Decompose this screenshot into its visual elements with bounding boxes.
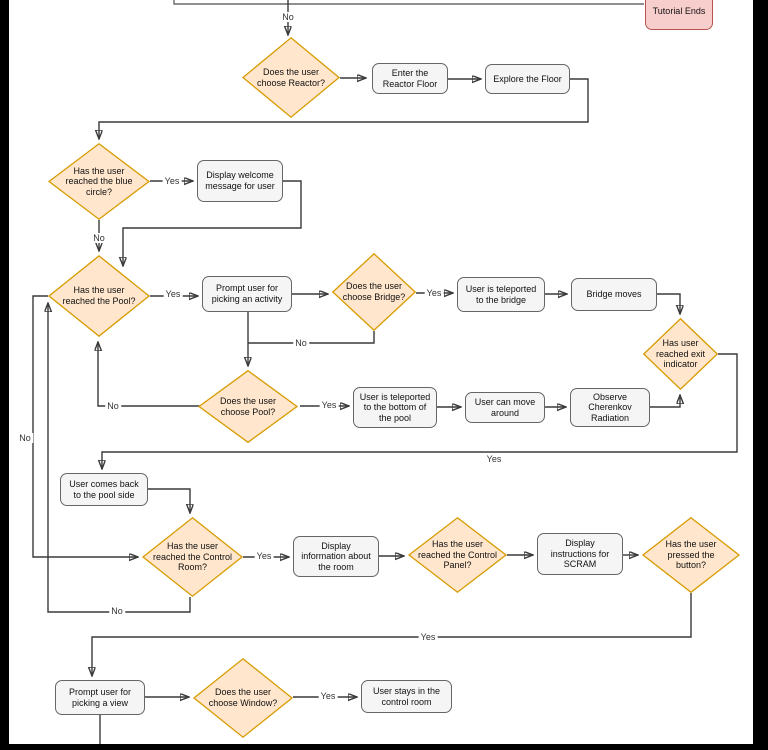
edge-label-yes-blue-circle: Yes: [162, 176, 182, 186]
node-display-room-info: Display information about the room: [293, 536, 379, 577]
node-label: Has the user reached the Pool?: [62, 285, 136, 306]
node-prompt-activity: Prompt user for picking an activity: [202, 276, 292, 312]
node-back-to-poolside: User comes back to the pool side: [60, 473, 148, 506]
node-has-user-reached-control-panel: Has the user reached the Control Panel?: [408, 517, 507, 593]
edge-label-yes-bridge: Yes: [424, 288, 444, 298]
diamond-shape: [642, 517, 740, 593]
edge-label-yes-control-room: Yes: [254, 551, 274, 561]
edge-label-yes-reached-pool: Yes: [163, 289, 183, 299]
node-enter-reactor-floor: Enter the Reactor Floor: [372, 63, 448, 94]
node-label: Does the user choose Reactor?: [256, 66, 326, 88]
bottom-border-bar: [0, 744, 768, 750]
edge-label-no-control-room: No: [109, 606, 125, 616]
edge-welcome-loop-to-pool: [123, 180, 302, 266]
diamond-shape: [408, 517, 507, 593]
node-explore-floor: Explore the Floor: [485, 64, 570, 94]
diamond-shape: [242, 37, 340, 118]
node-label: Has user reached exit indicator: [655, 338, 706, 370]
node-label: User stays in the control room: [372, 685, 441, 707]
edge-offscreen-to-tutorial-ends: [173, 0, 644, 5]
node-observe-cherenkov: Observe Cherenkov Radiation: [570, 388, 650, 427]
node-has-user-reached-exit-indicator: Has user reached exit indicator: [643, 318, 718, 390]
edge-pressed-yes-loop: [92, 593, 692, 676]
node-stays-in-control-room: User stays in the control room: [361, 680, 452, 713]
edge-label-yes-pressed: Yes: [418, 632, 438, 642]
node-teleported-pool-bottom: User is teleported to the bottom of the …: [353, 387, 437, 428]
node-label: Display welcome message for user: [205, 170, 275, 191]
node-display-scram-instructions: Display instructions for SCRAM: [537, 533, 623, 575]
node-tutorial-ends: Tutorial Ends: [645, 0, 713, 30]
node-label: Has the user reached the Control Panel?: [417, 539, 498, 571]
node-label: Explore the Floor: [493, 73, 562, 84]
node-display-welcome-message: Display welcome message for user: [197, 160, 283, 202]
node-does-user-choose-pool: Does the user choose Pool?: [198, 370, 298, 443]
node-label: User is teleported to the bridge: [465, 283, 537, 305]
node-label: Has the user pressed the button?: [665, 539, 717, 571]
edge-choose-pool-no: [98, 342, 200, 407]
node-label: User is teleported to the bottom of the …: [359, 391, 431, 423]
node-label: Bridge moves: [586, 289, 642, 300]
diamond-shape: [643, 318, 718, 390]
node-label: User comes back to the pool side: [69, 478, 139, 500]
diamond-shape: [142, 517, 243, 597]
node-label: Display instructions for SCRAM: [550, 538, 610, 570]
node-label: Prompt user for picking an activity: [211, 283, 283, 304]
node-label: Does the user choose Window?: [208, 687, 278, 708]
node-bridge-moves: Bridge moves: [571, 278, 657, 311]
diamond-shape: [332, 253, 416, 331]
node-teleported-to-bridge: User is teleported to the bridge: [457, 277, 545, 312]
edge-label-yes-choose-pool: Yes: [319, 400, 339, 410]
edge-explore-to-blue-circle: [99, 78, 589, 139]
node-label: Does the user choose Bridge?: [342, 281, 406, 302]
edge-label-no-bridge: No: [293, 338, 309, 348]
diamond-shape: [48, 255, 150, 337]
node-label: User can move around: [474, 396, 536, 418]
node-label: Has the user reached the blue circle?: [65, 165, 133, 197]
edge-label-no-reached-pool: No: [17, 433, 33, 443]
edge-reached-pool-no: [32, 295, 138, 557]
node-user-can-move-around: User can move around: [465, 392, 545, 423]
node-has-user-reached-control-room: Has the user reached the Control Room?: [142, 517, 243, 597]
node-does-user-choose-reactor: Does the user choose Reactor?: [242, 37, 340, 118]
edge-label-no-blue-circle: No: [91, 233, 107, 243]
node-label: Prompt user for picking a view: [68, 686, 132, 708]
node-does-user-choose-window: Does the user choose Window?: [193, 658, 293, 738]
edge-bridge-moves-to-exit: [657, 293, 680, 314]
edge-label-no-top: No: [280, 12, 296, 22]
node-does-user-choose-bridge: Does the user choose Bridge?: [332, 253, 416, 331]
node-label: Display information about the room: [301, 540, 371, 572]
edge-choose-bridge-no: [248, 331, 375, 344]
node-has-user-reached-blue-circle: Has the user reached the blue circle?: [48, 143, 150, 220]
edge-observe-to-exit: [650, 395, 680, 408]
node-prompt-view: Prompt user for picking a view: [55, 680, 145, 715]
right-border-bar: [753, 0, 768, 750]
diamond-shape: [198, 370, 298, 443]
edge-back-to-control-room: [148, 488, 190, 513]
node-has-user-reached-pool: Has the user reached the Pool?: [48, 255, 150, 337]
node-has-user-pressed-button: Has the user pressed the button?: [642, 517, 740, 593]
diamond-shape: [48, 143, 150, 220]
node-label: Enter the Reactor Floor: [382, 67, 438, 89]
edge-label-no-choose-pool: No: [105, 401, 121, 411]
diamond-shape: [193, 658, 293, 738]
node-label: Has the user reached the Control Room?: [152, 541, 233, 573]
edge-label-yes-window: Yes: [318, 691, 338, 701]
left-border-bar: [0, 0, 9, 750]
node-label: Tutorial Ends: [652, 5, 706, 16]
edge-exit-yes-loop: [102, 353, 738, 469]
node-label: Observe Cherenkov Radiation: [588, 391, 632, 423]
edge-label-yes-exit: Yes: [484, 454, 504, 464]
node-label: Does the user choose Pool?: [219, 395, 277, 417]
